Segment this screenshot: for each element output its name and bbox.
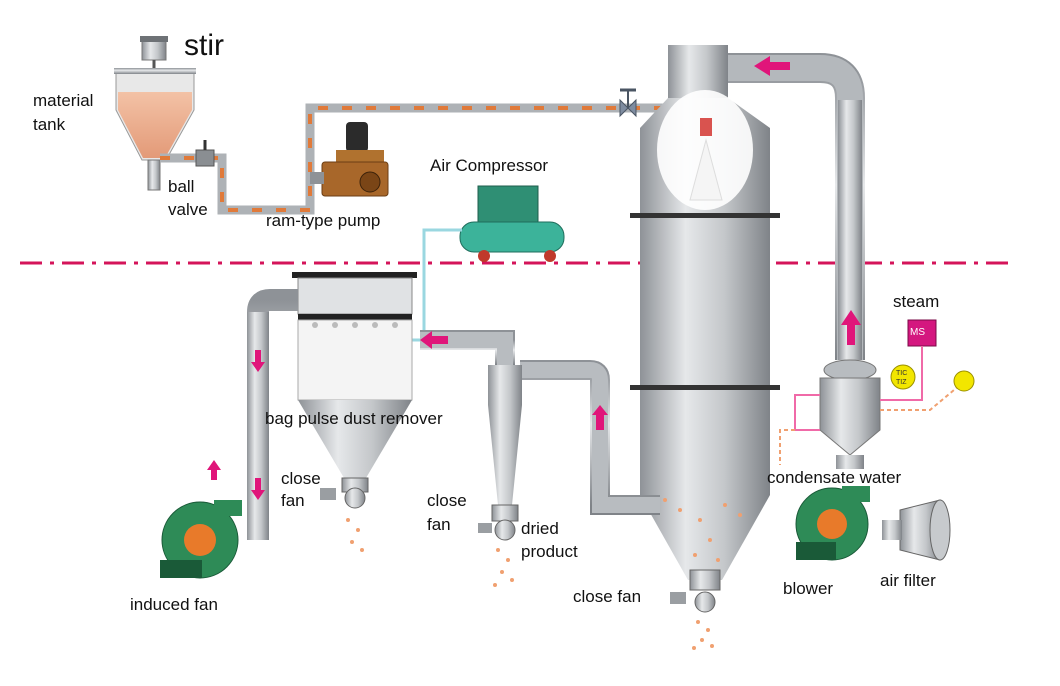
- blower-label: blower: [783, 579, 834, 598]
- flow-arrow-duct-down-1: [251, 350, 265, 372]
- dried-product-label-line1: dried: [521, 519, 559, 538]
- flow-arrow-duct-down-2: [251, 478, 265, 500]
- ms-box: [907, 319, 937, 347]
- tic-label: TIC: [896, 370, 908, 377]
- tower-powder: [663, 498, 742, 562]
- air-filter-label: air filter: [880, 571, 936, 590]
- close-fan-bag-label-line1: close: [281, 469, 321, 488]
- atomizer-nozzle: [700, 118, 712, 136]
- flow-arrow-duct-left: [754, 56, 790, 76]
- steam-lines: [779, 346, 961, 465]
- tiz-label: TIZ: [896, 379, 907, 386]
- flow-arrow-riser-up: [841, 310, 861, 345]
- condensate-water-label: condensate water: [767, 468, 902, 487]
- ram-type-pump: [310, 122, 389, 197]
- air-heater: [819, 359, 881, 469]
- ram-type-pump-label: ram-type pump: [266, 211, 381, 230]
- ball-valve: [195, 140, 215, 167]
- close-fan-cyclone-label-line1: close: [427, 491, 467, 510]
- flow-arrow-induced-fan-up: [207, 460, 221, 480]
- temperature-controller-icon: [890, 364, 916, 390]
- induced-fan-label: induced fan: [130, 595, 218, 614]
- close-fan-bag-label-line2: fan: [281, 491, 305, 510]
- flow-indicator-icon: [953, 370, 975, 392]
- ms-label: MS: [910, 327, 925, 338]
- bag-pulse-dust-remover: [292, 272, 417, 509]
- air-compressor: [459, 185, 565, 262]
- induced-fan: [160, 500, 242, 579]
- ball-valve-label-line2: valve: [168, 200, 208, 219]
- exhaust-duct: [420, 330, 660, 515]
- induced-fan-duct: [247, 289, 298, 540]
- close-fan-cyclone-label-line2: fan: [427, 515, 451, 534]
- cyclone-separator: [478, 365, 522, 541]
- material-tank-label-line2: tank: [33, 115, 66, 134]
- drying-tower: [630, 45, 780, 580]
- flow-arrow-tower-up: [592, 405, 608, 430]
- bag-filter-powder: [346, 518, 364, 552]
- air-compressor-label: Air Compressor: [430, 156, 549, 175]
- close-fan-tower-label: close fan: [573, 587, 642, 606]
- bag-pulse-dust-remover-label: bag pulse dust remover: [265, 409, 443, 428]
- blower: [795, 486, 870, 561]
- steam-label: steam: [893, 292, 940, 311]
- air-filter: [882, 499, 951, 561]
- material-tank: [114, 37, 196, 191]
- dried-product-label-line2: product: [521, 542, 578, 561]
- ball-valve-label-line1: ball: [168, 177, 195, 196]
- flow-arrow-bag-left: [420, 331, 448, 349]
- tower-discharge-valve: [670, 569, 721, 613]
- material-tank-label-line1: material: [33, 91, 94, 110]
- stir-label: stir: [184, 29, 224, 62]
- tower-discharge-powder: [692, 620, 714, 650]
- stir-motor: [140, 36, 168, 42]
- cyclone-powder: [493, 548, 514, 587]
- feed-pipe: [160, 103, 695, 215]
- inline-valve: [619, 88, 637, 118]
